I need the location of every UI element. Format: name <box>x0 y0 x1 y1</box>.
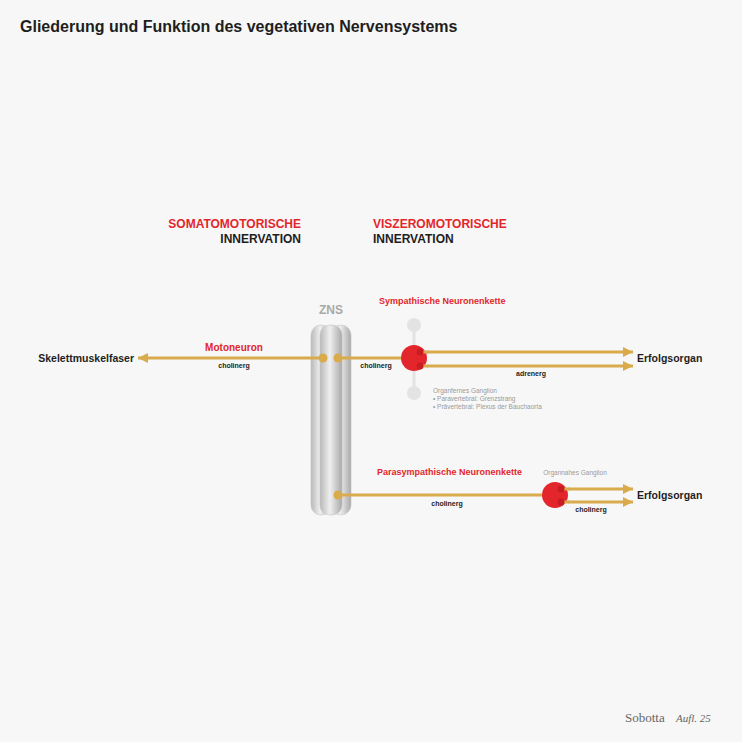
neuron-name: Motoneuron <box>205 342 263 354</box>
target-label: Skelettmuskelfaser <box>35 350 137 367</box>
transmitter-label: cholinerg <box>218 362 250 370</box>
transmitter-label: cholinerg <box>575 506 607 514</box>
section-heading: INNERVATION <box>220 232 301 246</box>
transmitter-label: cholinerg <box>360 362 392 370</box>
source-credit: Sobotta <box>625 710 665 726</box>
target-label: Erfolgsorgan <box>634 487 705 504</box>
nerve-fibre <box>568 501 633 504</box>
ganglion-note: Organnahes Ganglion <box>543 469 607 477</box>
ganglion-shape <box>542 482 568 508</box>
chain-heading: Parasympathische Neuronenkette <box>377 467 522 478</box>
organ-label: Skelettmuskelfaser <box>38 352 134 365</box>
cns-column: ZNS <box>310 303 352 516</box>
nerve-fibre <box>568 488 633 491</box>
nerve-fibre <box>352 357 401 360</box>
organ-label: Erfolgsorgan <box>637 489 702 502</box>
cns-cylinder <box>310 303 352 516</box>
ganglion-circle: Organfernes Ganglion• Paravertebral: Gre… <box>401 345 427 371</box>
chain-ganglion <box>407 386 421 400</box>
edition-note: Aufl. 25 <box>676 712 711 725</box>
nerve-fibre <box>427 351 633 354</box>
chain-heading: Sympathische Neuronenkette <box>379 296 506 307</box>
node-label: ZNS <box>310 303 352 317</box>
nerve-fibre <box>138 357 310 360</box>
organ-label: Erfolgsorgan <box>637 352 702 365</box>
section-heading: VISZEROMOTORISCHE <box>373 217 507 231</box>
nerve-fibre <box>352 494 542 497</box>
ganglion-shape <box>401 345 427 371</box>
diagram-title: Gliederung und Funktion des vegetativen … <box>20 17 457 36</box>
ganglion-note: • Prävertebral: Plexus der Bauchaorta <box>433 403 542 411</box>
target-label: Erfolgsorgan <box>634 350 705 367</box>
transmitter-label: adrenerg <box>516 370 546 378</box>
section-heading: INNERVATION <box>373 232 454 246</box>
nerve-fibre <box>427 365 633 368</box>
transmitter-label: cholinerg <box>431 500 463 508</box>
ganglion-note: Organfernes Ganglion <box>433 387 497 395</box>
section-heading: SOMATOMOTORISCHE <box>168 217 301 231</box>
chain-ganglion <box>407 318 421 332</box>
ganglion-note: • Paravertebral: Grenzstrang <box>433 395 515 403</box>
ganglion-circle: Organnahes Ganglion <box>542 482 568 508</box>
